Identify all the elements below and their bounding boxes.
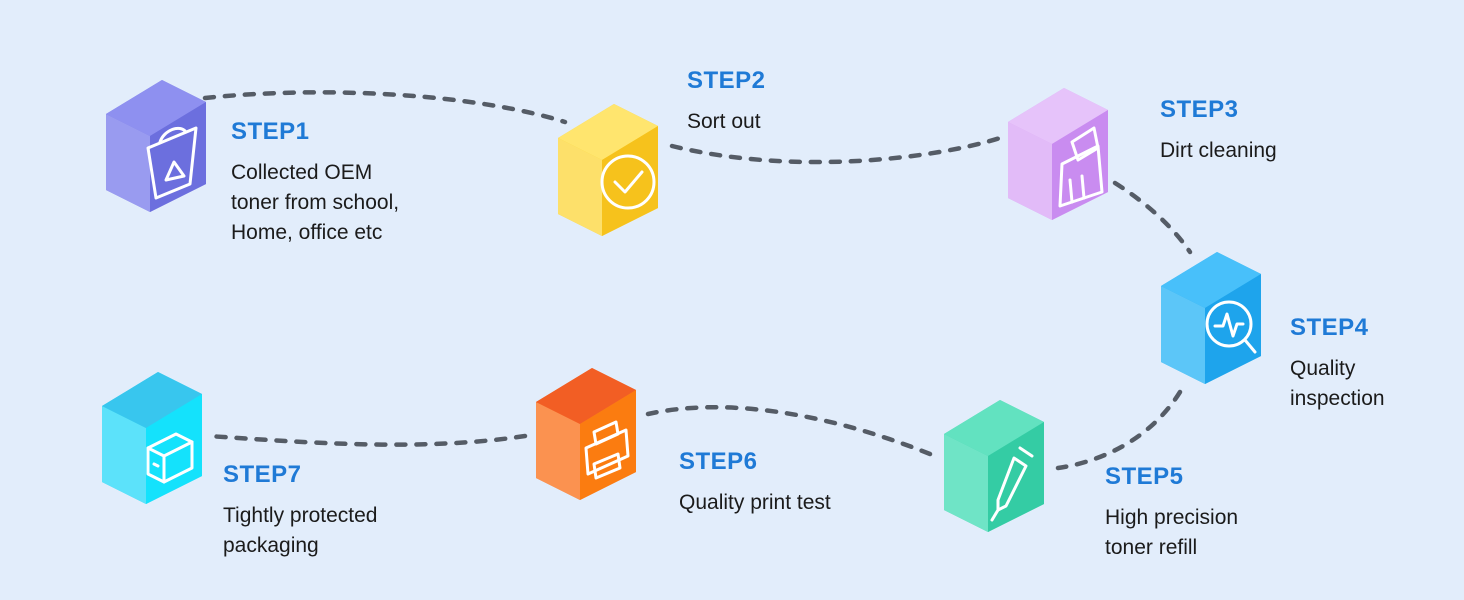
step-description: High precision toner refill xyxy=(1105,503,1238,563)
step-4: STEP4 Quality inspection xyxy=(1290,316,1385,414)
step-5: STEP5 High precision toner refill xyxy=(1105,465,1238,563)
step1-icon-tile xyxy=(106,80,206,212)
magnifier-icon xyxy=(1205,300,1257,354)
step-description: Tightly protected packaging xyxy=(223,501,377,561)
printer-icon xyxy=(584,420,630,480)
step-title: STEP2 xyxy=(687,67,766,94)
step7-icon-tile xyxy=(102,372,202,504)
recycle-bag-icon xyxy=(146,126,198,200)
dropper-icon xyxy=(990,446,1034,522)
step4-icon-tile xyxy=(1161,252,1261,384)
broom-icon xyxy=(1058,126,1104,208)
step-title: STEP6 xyxy=(679,448,758,475)
step-desc-line: toner from school, xyxy=(231,191,400,214)
step-desc-line: Quality xyxy=(1290,357,1356,380)
step5-icon-tile xyxy=(944,400,1044,532)
step-desc-line: Dirt cleaning xyxy=(1160,139,1277,162)
step-title: STEP1 xyxy=(231,118,310,145)
step-description: Quality print test xyxy=(679,488,831,518)
step-desc-line: High precision xyxy=(1105,506,1239,529)
step-title: STEP3 xyxy=(1160,96,1239,123)
step-description: Dirt cleaning xyxy=(1160,136,1277,166)
step-desc-line: Quality print test xyxy=(679,491,831,514)
step-desc-line: Tightly protected xyxy=(223,504,378,527)
step-desc-line: Sort out xyxy=(687,110,761,133)
step-desc-line: Collected OEM xyxy=(231,161,373,184)
step-description: Collected OEM toner from school, Home, o… xyxy=(231,158,399,248)
step-desc-line: Home, office etc xyxy=(231,221,383,244)
step-description: Sort out xyxy=(687,107,766,137)
step-1: STEP1 Collected OEM toner from school, H… xyxy=(231,120,399,248)
box-icon xyxy=(146,432,194,484)
step-desc-line: inspection xyxy=(1290,387,1385,410)
step-6: STEP6 Quality print test xyxy=(679,450,831,518)
step6-icon-tile xyxy=(536,368,636,500)
step3-icon-tile xyxy=(1008,88,1108,220)
step-desc-line: packaging xyxy=(223,534,319,557)
step-7: STEP7 Tightly protected packaging xyxy=(223,463,377,561)
step2-icon-tile xyxy=(558,104,658,236)
step-3: STEP3 Dirt cleaning xyxy=(1160,98,1277,166)
step-description: Quality inspection xyxy=(1290,354,1385,414)
step-desc-line: toner refill xyxy=(1105,536,1198,559)
step-title: STEP4 xyxy=(1290,314,1369,341)
step-title: STEP7 xyxy=(223,461,302,488)
checkmark-circle-icon xyxy=(600,154,656,210)
step-title: STEP5 xyxy=(1105,463,1184,490)
step-2: STEP2 Sort out xyxy=(687,69,766,137)
